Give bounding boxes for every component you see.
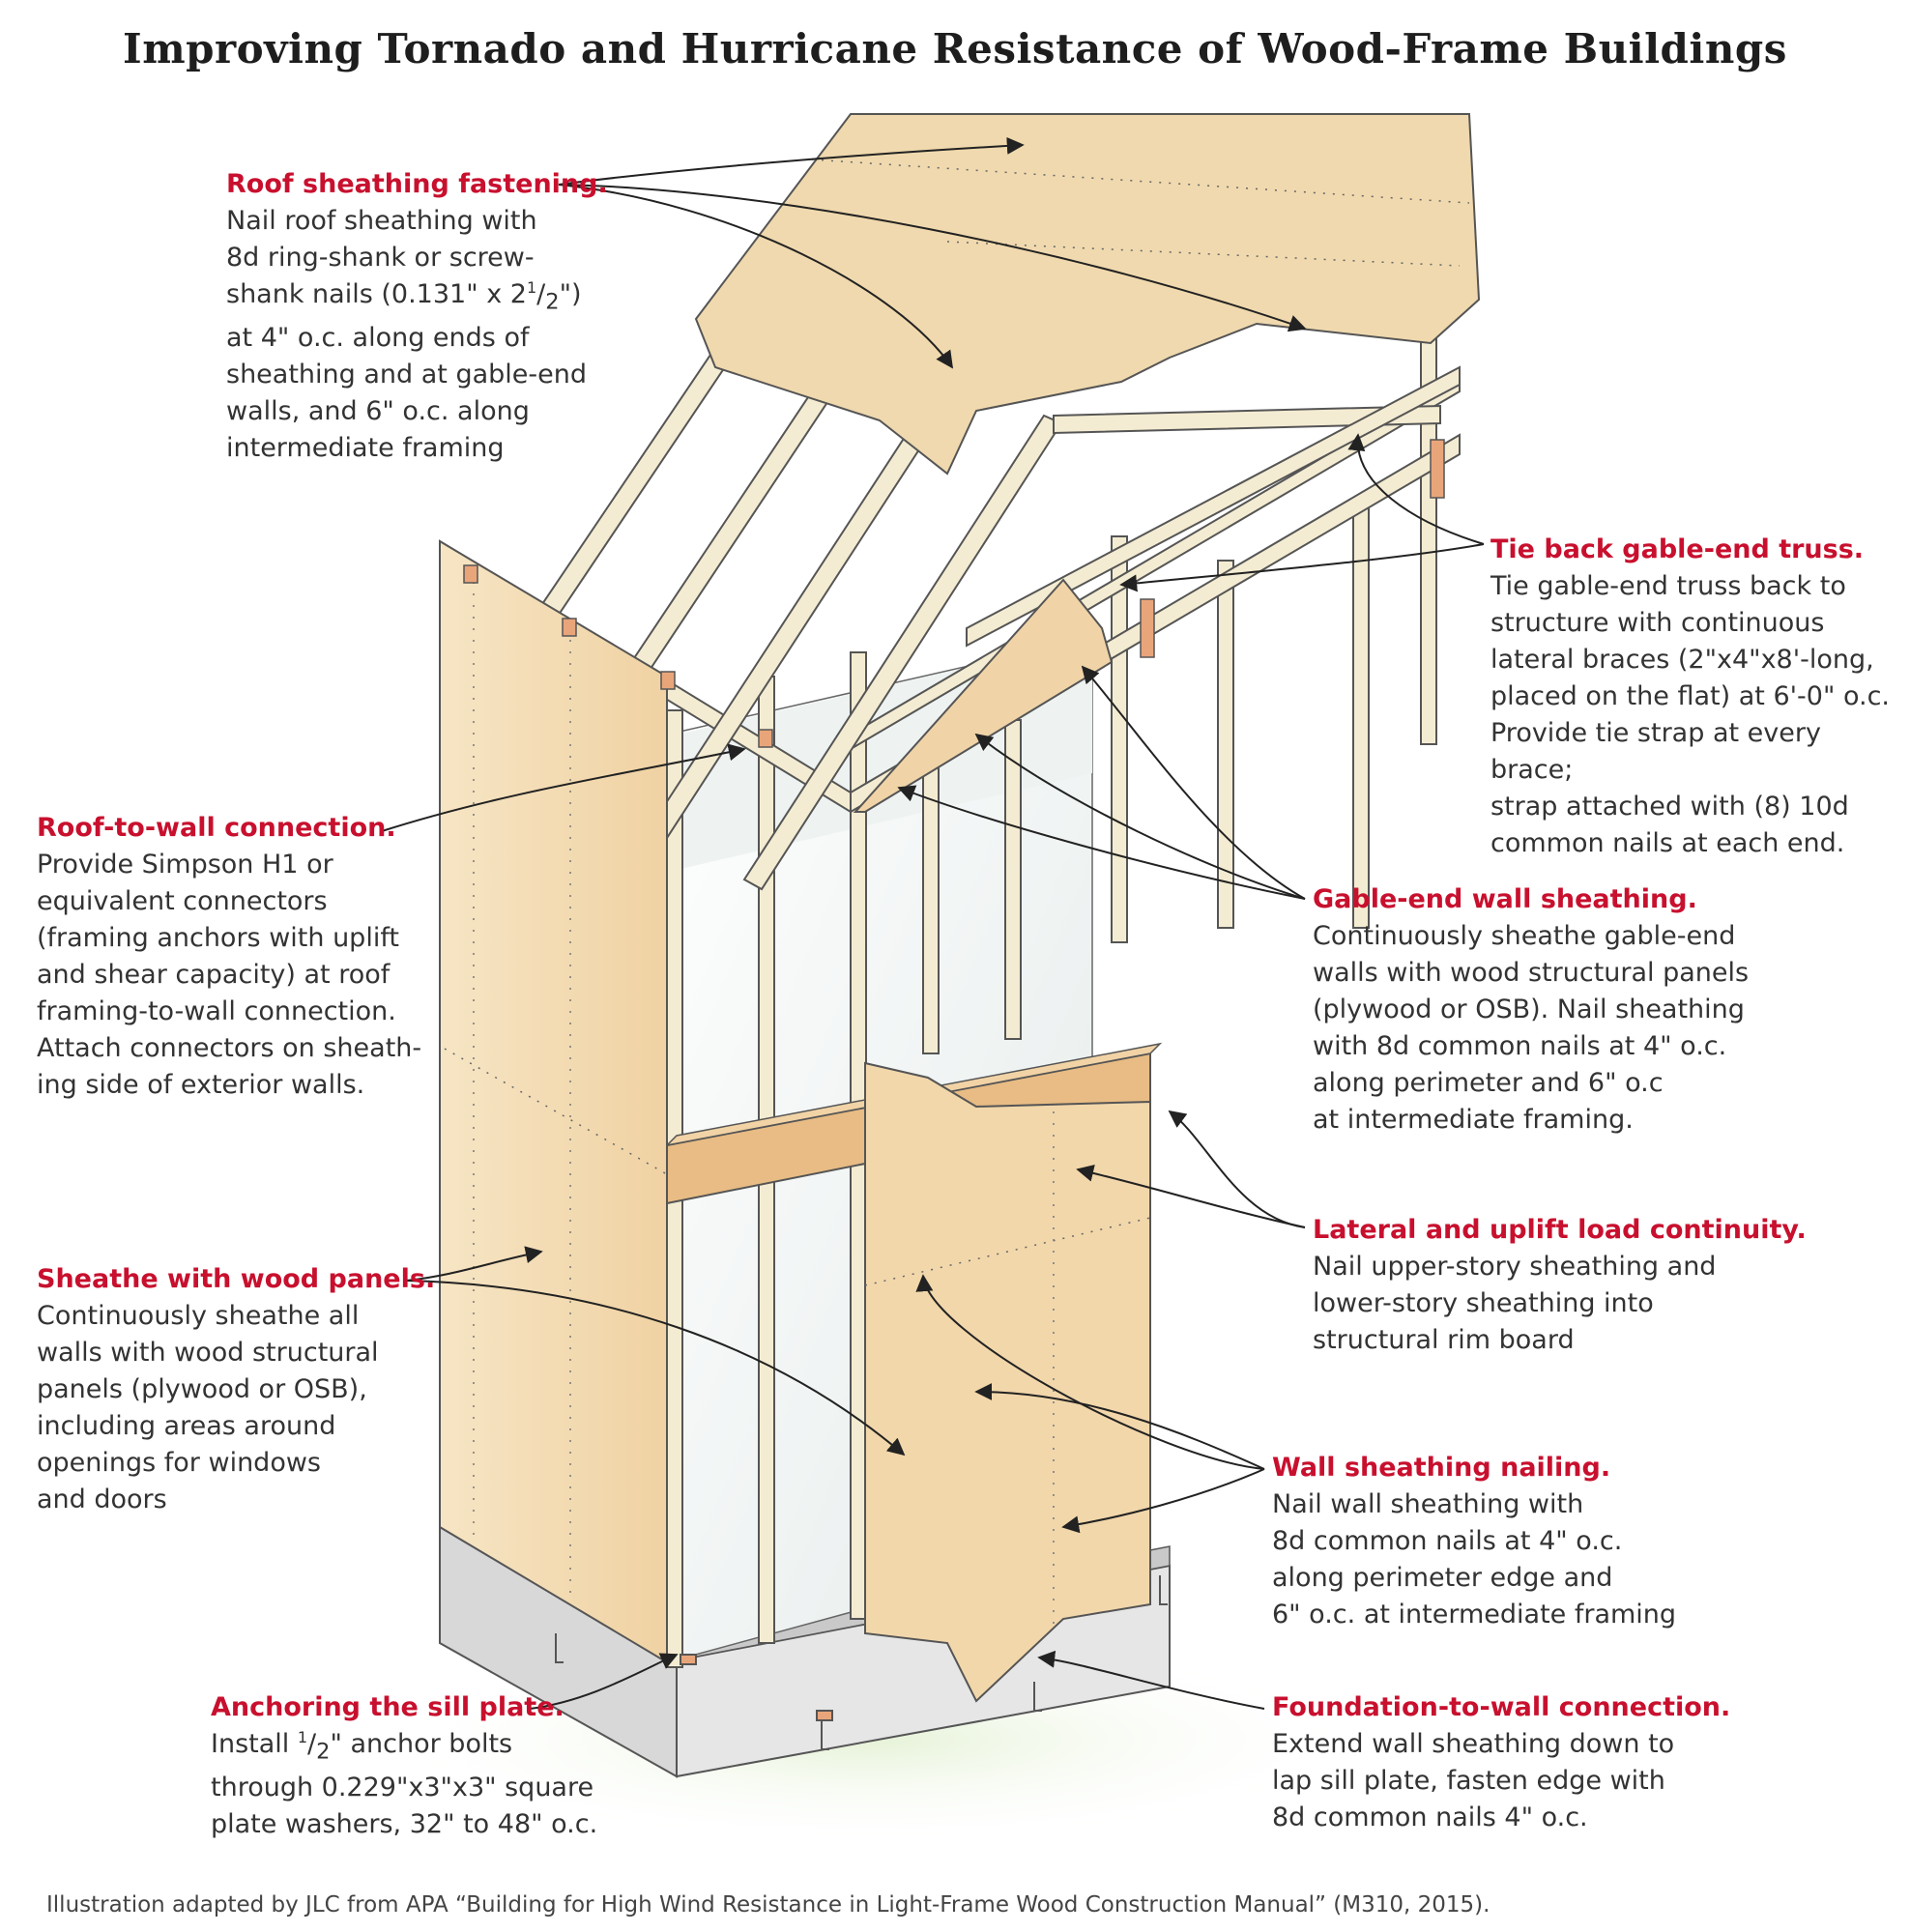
callout-heading: Sheathe with wood panels.: [37, 1264, 436, 1294]
callout-heading: Tie back gable-end truss.: [1490, 534, 1865, 564]
callout-line: (framing anchors with uplift: [37, 923, 399, 953]
callout-line: and doors: [37, 1485, 167, 1514]
callout-line: equivalent connectors: [37, 886, 328, 916]
callout-line: with 8d common nails at 4" o.c.: [1313, 1031, 1727, 1061]
callout-line: ing side of exterior walls.: [37, 1070, 365, 1100]
callout-line: Extend wall sheathing down to: [1272, 1729, 1675, 1759]
callout-line: along perimeter edge and: [1272, 1563, 1613, 1593]
callout-line: 8d common nails at 4" o.c.: [1272, 1526, 1623, 1556]
callout-heading: Roof sheathing fastening.: [226, 169, 608, 199]
callout-heading: Foundation-to-wall connection.: [1272, 1692, 1731, 1722]
callout-heading: Anchoring the sill plate.: [211, 1692, 564, 1722]
callout-line: lateral braces (2"x4"x8'-long,: [1490, 645, 1874, 675]
callout-heading: Lateral and uplift load continuity.: [1313, 1215, 1807, 1245]
callout-line: through 0.229"x3"x3" square: [211, 1773, 594, 1803]
callout-line: Provide tie strap at every brace;: [1490, 718, 1821, 785]
callout-line: at intermediate framing.: [1313, 1105, 1634, 1135]
callout-gable-end: Gable-end wall sheathing. Continuously s…: [1313, 881, 1749, 1139]
callout-line: Tie gable-end truss back to: [1490, 571, 1846, 601]
callout-line: 8d common nails 4" o.c.: [1272, 1802, 1588, 1832]
callout-line: common nails at each end.: [1490, 828, 1845, 858]
callout-line: Nail upper-story sheathing and: [1313, 1252, 1717, 1282]
leader-lines: [381, 136, 1485, 1710]
callout-line: strap attached with (8) 10d: [1490, 792, 1849, 822]
diagram-title: Improving Tornado and Hurricane Resistan…: [123, 25, 1787, 72]
callout-line: placed on the flat) at 6'-0" o.c.: [1490, 681, 1891, 711]
illustration-credit: Illustration adapted by JLC from APA “Bu…: [46, 1892, 1490, 1918]
callout-line: and shear capacity) at roof: [37, 960, 391, 990]
callout-line: 8d ring-shank or screw-: [226, 243, 535, 273]
front-wall-sheathing: [864, 1061, 1151, 1703]
callout-heading: Gable-end wall sheathing.: [1313, 884, 1697, 914]
gable-end-sheathing: [853, 578, 1114, 813]
callout-line: Install 1/2" anchor bolts: [211, 1728, 513, 1765]
callout-roof-sheathing: Roof sheathing fastening. Nail roof shea…: [226, 166, 608, 467]
left-wall-sheathing: [439, 539, 668, 1664]
callout-line: including areas around: [37, 1411, 336, 1441]
callout-line: Continuously sheathe gable-end: [1313, 921, 1736, 951]
callout-wall-nailing: Wall sheathing nailing. Nail wall sheath…: [1272, 1450, 1676, 1633]
callout-line: Nail roof sheathing with: [226, 206, 537, 236]
callout-line: Provide Simpson H1 or: [37, 850, 333, 879]
callout-line: (plywood or OSB). Nail sheathing: [1313, 995, 1745, 1024]
callout-line: at 4" o.c. along ends of: [226, 323, 530, 354]
callout-line: panels (plywood or OSB),: [37, 1374, 367, 1404]
callout-line: walls with wood structural panels: [1313, 958, 1750, 988]
callout-line: Attach connectors on sheath-: [37, 1033, 422, 1063]
callout-line: walls with wood structural: [37, 1338, 379, 1368]
callout-tie-back: Tie back gable-end truss. Tie gable-end …: [1490, 532, 1910, 862]
callout-roof-to-wall: Roof-to-wall connection. Provide Simpson…: [37, 810, 421, 1104]
callout-line: 6" o.c. at intermediate framing: [1272, 1600, 1677, 1629]
roof-sheathing: [694, 113, 1481, 476]
callout-heading: Roof-to-wall connection.: [37, 813, 396, 843]
callout-sheathe-panels: Sheathe with wood panels. Continuously s…: [37, 1261, 435, 1518]
callout-line: Nail wall sheathing with: [1272, 1489, 1584, 1519]
callout-anchoring-sill: Anchoring the sill plate. Install 1/2" a…: [211, 1689, 597, 1843]
callout-line: along perimeter and 6" o.c: [1313, 1068, 1664, 1098]
callout-lateral-load: Lateral and uplift load continuity. Nail…: [1313, 1212, 1807, 1359]
callout-line: walls, and 6" o.c. along: [226, 396, 530, 427]
callout-line: framing-to-wall connection.: [37, 996, 396, 1026]
truss-connectors: [463, 439, 1445, 748]
callout-line: Continuously sheathe all: [37, 1301, 360, 1331]
callout-line: sheathing and at gable-end: [226, 360, 588, 390]
anchor-bolts: [555, 1575, 1168, 1750]
callout-line: openings for windows: [37, 1448, 321, 1478]
callout-line: shank nails (0.131" x 21/2"): [226, 278, 582, 315]
callout-line: intermediate framing: [226, 433, 505, 464]
callout-line: lap sill plate, fasten edge with: [1272, 1766, 1665, 1796]
callout-line: structural rim board: [1313, 1325, 1575, 1355]
callout-line: structure with continuous: [1490, 608, 1825, 638]
callout-line: lower-story sheathing into: [1313, 1288, 1654, 1318]
callout-line: plate washers, 32" to 48" o.c.: [211, 1809, 598, 1840]
callout-heading: Wall sheathing nailing.: [1272, 1453, 1611, 1483]
callout-foundation-wall: Foundation-to-wall connection. Extend wa…: [1272, 1689, 1730, 1836]
